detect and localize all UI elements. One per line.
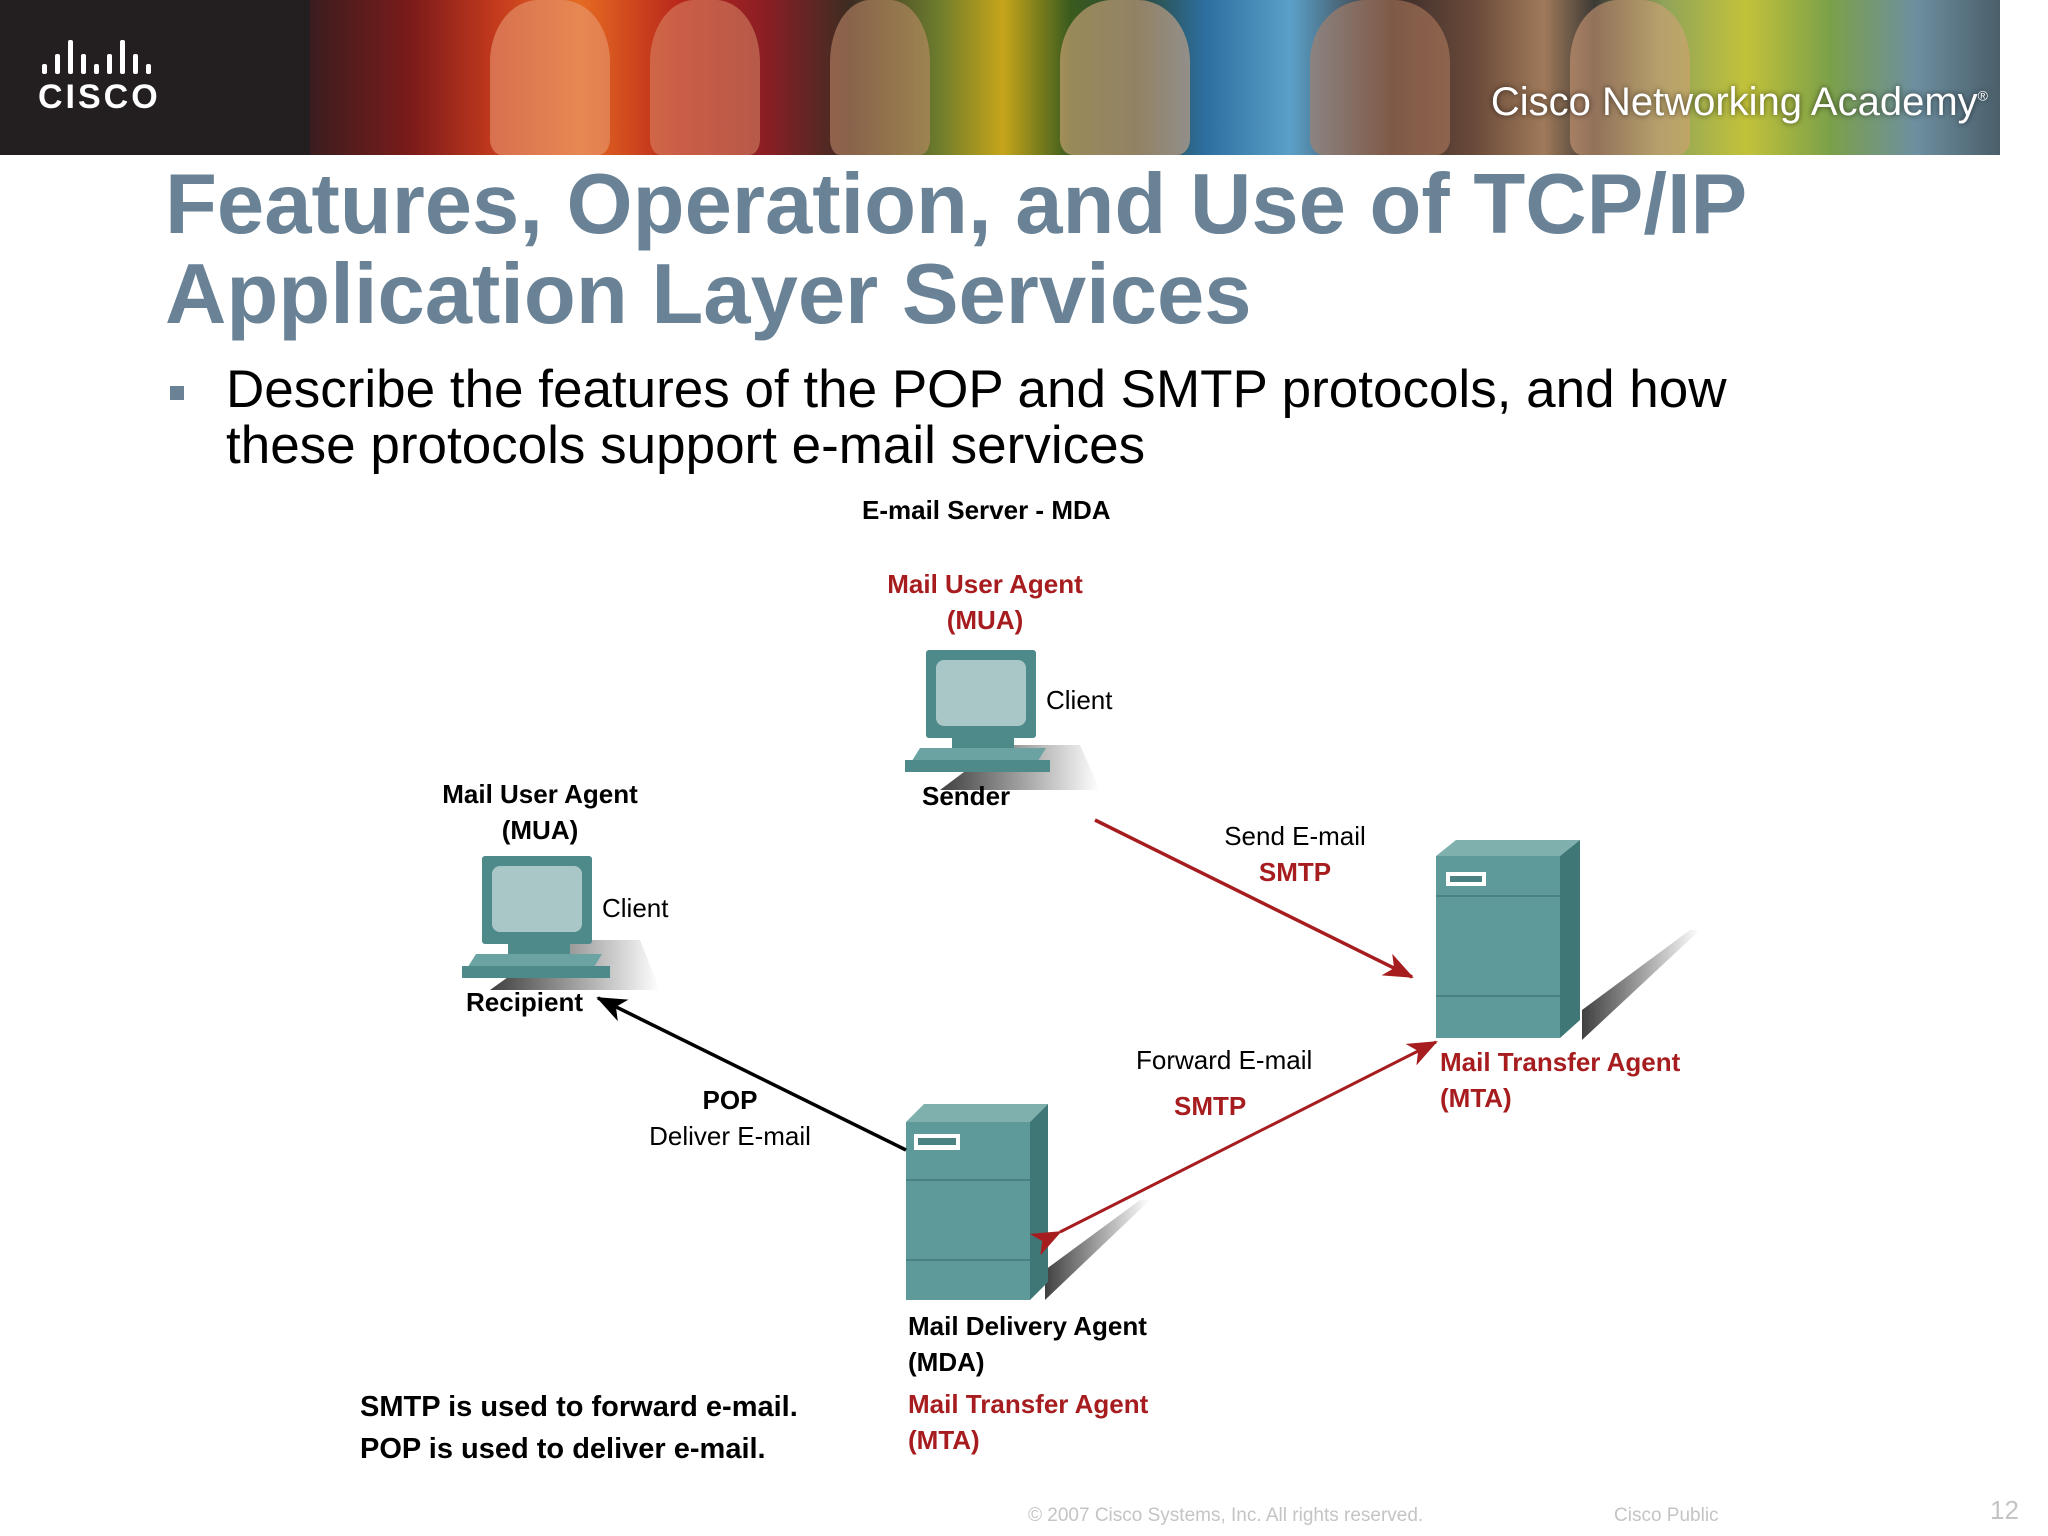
- mda-mta-label: Mail Transfer Agent (MTA): [908, 1386, 1148, 1458]
- cisco-logo: CISCO: [38, 38, 188, 118]
- mda-name: Mail Delivery Agent: [908, 1311, 1147, 1341]
- cisco-bars-icon: [42, 38, 188, 74]
- recipient-computer-icon: [462, 856, 660, 990]
- banner-edge: [2000, 0, 2048, 155]
- sender-agent-name: Mail User Agent: [887, 569, 1083, 599]
- slide-title: Features, Operation, and Use of TCP/IP A…: [165, 160, 1985, 340]
- deliver-email-action: Deliver E-mail: [649, 1121, 811, 1151]
- deliver-email-protocol: POP: [702, 1085, 758, 1115]
- sender-computer-icon: [905, 650, 1100, 790]
- recipient-agent-label: Mail User Agent (MUA): [428, 776, 652, 848]
- forward-email-protocol: SMTP: [1174, 1091, 1247, 1121]
- header-banner: CISCO Cisco Networking Academy®: [0, 0, 2048, 155]
- mta-abbr: (MTA): [1440, 1083, 1512, 1113]
- mda-label: Mail Delivery Agent (MDA): [908, 1308, 1147, 1380]
- registered-mark: ®: [1977, 87, 1988, 104]
- bullet-point: Describe the features of the POP and SMT…: [168, 362, 1988, 474]
- recipient-agent-name: Mail User Agent: [442, 779, 638, 809]
- academy-title: Cisco Networking Academy®: [1491, 80, 1988, 125]
- bullet-text: Describe the features of the POP and SMT…: [226, 362, 1727, 474]
- send-email-action: Send E-mail: [1224, 821, 1366, 851]
- deliver-email-label: POP Deliver E-mail: [630, 1082, 830, 1154]
- bullet-line1: Describe the features of the POP and SMT…: [226, 360, 1727, 419]
- sender-role-label: Sender: [922, 781, 1011, 811]
- slide-title-line1: Features, Operation, and Use of TCP/IP: [165, 157, 1748, 252]
- mda-mta-abbr: (MTA): [908, 1425, 980, 1455]
- send-email-protocol: SMTP: [1258, 857, 1332, 887]
- sender-agent-abbr: (MUA): [946, 605, 1024, 635]
- summary-line1: SMTP is used to forward e-mail.: [360, 1391, 798, 1423]
- recipient-client-label: Client: [602, 893, 669, 923]
- mta-label: Mail Transfer Agent (MTA): [1440, 1044, 1680, 1116]
- mta-name: Mail Transfer Agent: [1440, 1047, 1681, 1077]
- sender-client-label: Client: [1046, 685, 1113, 715]
- forward-email-arrow: [1029, 1040, 1438, 1256]
- summary-line2: POP is used to deliver e-mail.: [360, 1433, 766, 1465]
- mta-server-icon: [1436, 840, 1700, 1040]
- sender-agent-label: Mail User Agent (MUA): [870, 566, 1100, 638]
- page-number: 12: [1990, 1495, 2019, 1525]
- banner-photo-strip: [310, 0, 2000, 155]
- send-email-arrow: [1094, 818, 1414, 979]
- mda-abbr: (MDA): [908, 1347, 985, 1377]
- footer-classification: Cisco Public: [1614, 1505, 1719, 1526]
- deliver-email-arrow: [596, 996, 907, 1152]
- recipient-agent-abbr: (MUA): [501, 815, 579, 845]
- cisco-wordmark: CISCO: [38, 78, 161, 116]
- send-email-label: Send E-mail SMTP: [1190, 818, 1400, 890]
- diagram-top-caption: E-mail Server - MDA: [862, 495, 1111, 525]
- slide-title-line2: Application Layer Services: [165, 247, 1252, 342]
- footer-copyright: © 2007 Cisco Systems, Inc. All rights re…: [1028, 1505, 1424, 1526]
- recipient-role-label: Recipient: [466, 987, 584, 1017]
- mda-mta-name: Mail Transfer Agent: [908, 1389, 1149, 1419]
- bullet-square-icon: [170, 386, 184, 400]
- summary-note: SMTP is used to forward e-mail. POP is u…: [360, 1386, 798, 1470]
- mda-server-icon: [906, 1104, 1150, 1300]
- bullet-line2: these protocols support e-mail services: [226, 416, 1146, 475]
- academy-name: Cisco Networking Academy: [1490, 80, 1978, 124]
- forward-email-action: Forward E-mail: [1136, 1045, 1313, 1075]
